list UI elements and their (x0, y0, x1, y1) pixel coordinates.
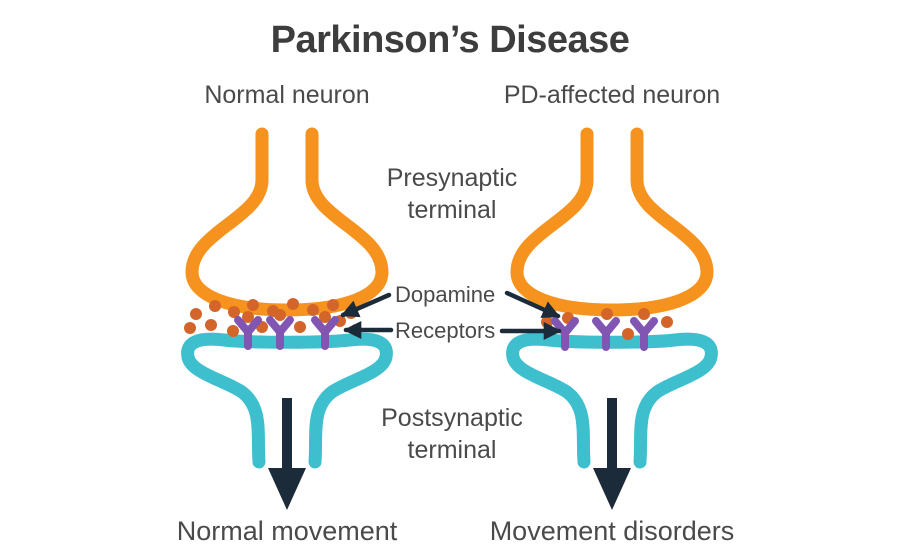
presynaptic-terminal-label: Presynaptic terminal (386, 164, 518, 224)
postsynaptic-terminal-shape-left (181, 332, 393, 469)
normal-neuron-group (181, 127, 393, 510)
dopamine-dot (601, 308, 613, 320)
dopamine-dot (287, 298, 299, 310)
dopamine-dot (638, 308, 650, 320)
movement-disorders-label: Movement disorders (489, 516, 735, 546)
dopamine-dot (294, 321, 306, 333)
pd-neuron-header: PD-affected neuron (503, 81, 721, 109)
dopamine-dot (242, 311, 254, 323)
receptor-icon (630, 317, 658, 351)
postsynaptic-terminal-label: Postsynaptic terminal (381, 404, 523, 464)
receptors-label: Receptors (395, 318, 496, 343)
dopamine-dot (247, 299, 259, 311)
dopamine-arrow-left (340, 292, 392, 318)
normal-neuron-header: Normal neuron (204, 81, 370, 109)
dopamine-dot (307, 304, 319, 316)
dopamine-arrow-right (504, 290, 561, 319)
normal-movement-label: Normal movement (176, 516, 398, 546)
dopamine-dot (190, 308, 202, 320)
dopamine-label: Dopamine (395, 282, 496, 307)
dopamine-dot (227, 325, 239, 337)
dopamine-dot (205, 319, 217, 331)
receptor-icon (311, 316, 339, 350)
dopamine-dot (184, 322, 196, 334)
receptor-icon (234, 316, 262, 350)
page-title: Parkinson’s Disease (270, 19, 630, 61)
dopamine-dot (274, 309, 286, 321)
dopamine-dot (661, 316, 673, 328)
dopamine-dot (209, 300, 221, 312)
annotation-arrows (340, 290, 562, 340)
movement-arrow-head-right (593, 468, 631, 510)
pd-neuron-group (506, 127, 718, 510)
movement-arrow-head-left (268, 468, 306, 510)
dopamine-dots-left (184, 298, 362, 337)
receptors-left (234, 316, 339, 350)
dopamine-dot (622, 328, 634, 340)
presynaptic-terminal-shape-right (510, 127, 714, 317)
dopamine-dot (327, 299, 339, 311)
dopamine-dot (319, 311, 331, 323)
receptor-icon (266, 316, 294, 350)
dopamine-dot (228, 306, 240, 318)
presynaptic-terminal-shape-left (185, 127, 389, 317)
receptor-icon (592, 317, 620, 351)
postsynaptic-terminal-shape-right (506, 332, 718, 469)
